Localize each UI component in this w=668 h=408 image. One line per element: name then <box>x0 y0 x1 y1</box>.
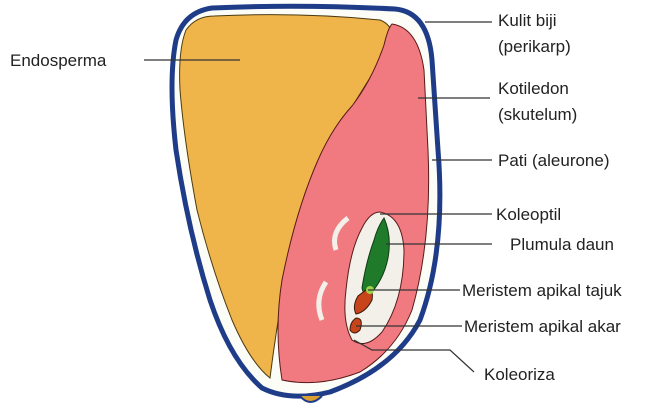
cotyledon-label-line1: Kotiledon <box>498 79 569 98</box>
coleoptile-label: Koleoptil <box>496 205 561 224</box>
seed-coat-label-line2: (perikarp) <box>498 37 571 56</box>
endosperm-label: Endosperma <box>10 51 107 70</box>
aleurone-label: Pati (aleurone) <box>498 151 610 170</box>
shoot-apical-meristem-label: Meristem apikal tajuk <box>462 281 622 300</box>
seed-tip <box>300 396 322 402</box>
leaf-plumule-label: Plumula daun <box>510 235 614 254</box>
coleorhiza-label: Koleoriza <box>484 365 555 384</box>
seed-coat-label-line1: Kulit biji <box>498 11 557 30</box>
root-apical-meristem-label: Meristem apikal akar <box>464 317 621 336</box>
cotyledon-label-line2: (skutelum) <box>498 105 577 124</box>
